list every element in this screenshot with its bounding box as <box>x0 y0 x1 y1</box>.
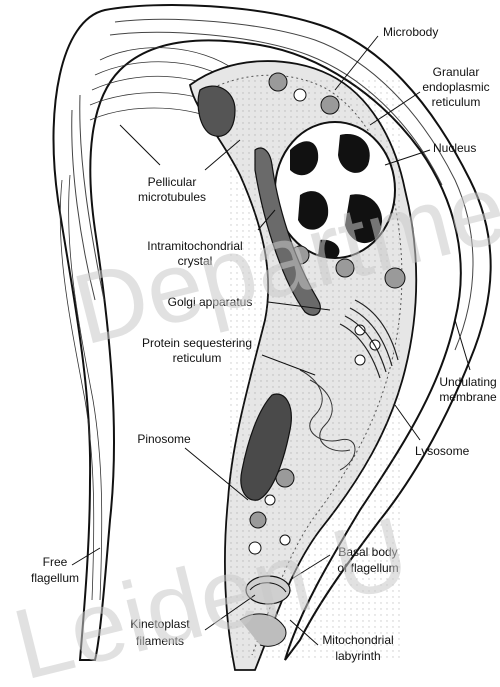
label-free-flagellum: Free <box>43 555 68 569</box>
label-pellicular: Pellicular <box>148 175 197 189</box>
label-undulating: Undulating <box>439 375 496 389</box>
label-granular-er-2: endoplasmic <box>422 80 489 94</box>
label-pinosome: Pinosome <box>137 432 191 446</box>
label-microbody: Microbody <box>383 25 438 39</box>
label-mitochondrial-labyrinth-2: labyrinth <box>335 649 380 663</box>
label-granular-er-3: reticulum <box>432 95 481 109</box>
label-protein-sequestering-2: reticulum <box>173 351 222 365</box>
label-nucleus: Nucleus <box>433 141 476 155</box>
label-undulating-2: membrane <box>439 390 497 404</box>
label-mitochondrial-labyrinth: Mitochondrial <box>322 633 393 647</box>
label-granular-er: Granular <box>433 65 480 79</box>
label-lysosome: Lysosome <box>415 444 470 458</box>
label-pellicular-2: microtubules <box>138 190 206 204</box>
